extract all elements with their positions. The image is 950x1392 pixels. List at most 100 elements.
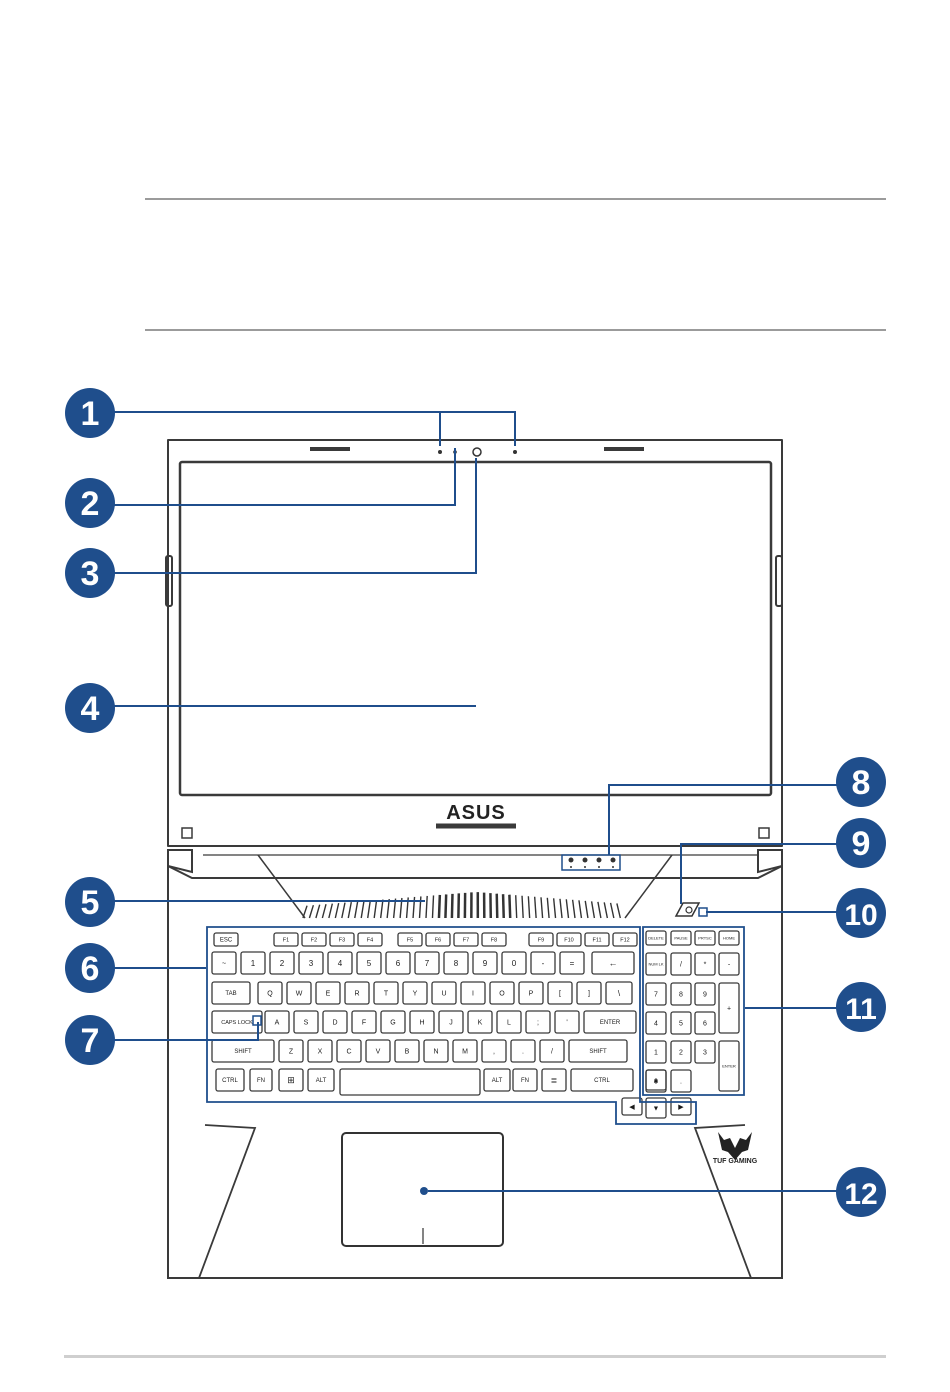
power-button[interactable]: [674, 902, 701, 917]
key[interactable]: P: [518, 981, 544, 1005]
key[interactable]: ←: [591, 951, 635, 975]
key[interactable]: W: [286, 981, 312, 1005]
key[interactable]: C: [336, 1039, 362, 1063]
key[interactable]: V: [365, 1039, 391, 1063]
key[interactable]: CTRL: [570, 1068, 634, 1092]
key[interactable]: F1: [273, 932, 299, 947]
key[interactable]: F2: [301, 932, 327, 947]
key[interactable]: ,: [481, 1039, 507, 1063]
key[interactable]: S: [293, 1010, 319, 1034]
key[interactable]: 3: [298, 951, 324, 975]
key[interactable]: ▶: [670, 1097, 692, 1116]
key[interactable]: R: [344, 981, 370, 1005]
key[interactable]: ▲: [645, 1069, 667, 1091]
key[interactable]: 5: [356, 951, 382, 975]
key[interactable]: FN: [249, 1068, 273, 1092]
key[interactable]: FN: [512, 1068, 538, 1092]
key[interactable]: 2: [670, 1040, 692, 1064]
key[interactable]: -: [530, 951, 556, 975]
key[interactable]: F10: [556, 932, 582, 947]
key[interactable]: F3: [329, 932, 355, 947]
key[interactable]: \: [605, 981, 633, 1005]
key[interactable]: E: [315, 981, 341, 1005]
key[interactable]: ▼: [645, 1097, 667, 1119]
key[interactable]: 8: [670, 982, 692, 1006]
key[interactable]: CAPS LOCK: [211, 1010, 263, 1034]
key[interactable]: ;: [525, 1010, 551, 1034]
key[interactable]: 6: [385, 951, 411, 975]
key[interactable]: F6: [425, 932, 451, 947]
key[interactable]: NUM LK: [645, 952, 667, 976]
key[interactable]: F: [351, 1010, 377, 1034]
key[interactable]: 9: [694, 982, 716, 1006]
key[interactable]: Y: [402, 981, 428, 1005]
key[interactable]: H: [409, 1010, 435, 1034]
key[interactable]: /: [670, 952, 692, 976]
key[interactable]: F11: [584, 932, 610, 947]
key[interactable]: D: [322, 1010, 348, 1034]
key[interactable]: 4: [645, 1011, 667, 1035]
key[interactable]: 8: [443, 951, 469, 975]
key[interactable]: 1: [240, 951, 266, 975]
key[interactable]: G: [380, 1010, 406, 1034]
key[interactable]: Q: [257, 981, 283, 1005]
key[interactable]: .: [670, 1069, 692, 1093]
key[interactable]: ]: [576, 981, 602, 1005]
key[interactable]: N: [423, 1039, 449, 1063]
key[interactable]: .: [510, 1039, 536, 1063]
key[interactable]: HOME: [718, 930, 740, 946]
key[interactable]: 2: [269, 951, 295, 975]
key[interactable]: SHIFT: [211, 1039, 275, 1063]
key[interactable]: CTRL: [215, 1068, 245, 1092]
key[interactable]: 0: [501, 951, 527, 975]
key[interactable]: F5: [397, 932, 423, 947]
key[interactable]: 7: [414, 951, 440, 975]
key[interactable]: TAB: [211, 981, 251, 1005]
key[interactable]: ⊞: [278, 1068, 304, 1092]
key[interactable]: I: [460, 981, 486, 1005]
key[interactable]: 9: [472, 951, 498, 975]
key[interactable]: 5: [670, 1011, 692, 1035]
key[interactable]: ENTER: [583, 1010, 637, 1034]
key[interactable]: F8: [481, 932, 507, 947]
key[interactable]: ': [554, 1010, 580, 1034]
key[interactable]: 6: [694, 1011, 716, 1035]
key[interactable]: 1: [645, 1040, 667, 1064]
key[interactable]: M: [452, 1039, 478, 1063]
key[interactable]: +: [718, 982, 740, 1034]
key[interactable]: F9: [528, 932, 554, 947]
key[interactable]: SHIFT: [568, 1039, 628, 1063]
key[interactable]: B: [394, 1039, 420, 1063]
key[interactable]: A: [264, 1010, 290, 1034]
key[interactable]: ≣: [541, 1068, 567, 1092]
key[interactable]: 4: [327, 951, 353, 975]
key[interactable]: J: [438, 1010, 464, 1034]
key[interactable]: PAUSE: [670, 930, 692, 946]
key[interactable]: /: [539, 1039, 565, 1063]
key[interactable]: X: [307, 1039, 333, 1063]
key[interactable]: F4: [357, 932, 383, 947]
key[interactable]: ENTER: [718, 1040, 740, 1092]
key[interactable]: DELETE: [645, 930, 667, 946]
key[interactable]: 7: [645, 982, 667, 1006]
key[interactable]: 3: [694, 1040, 716, 1064]
key[interactable]: -: [718, 952, 740, 976]
key[interactable]: ALT: [483, 1068, 511, 1092]
key[interactable]: [339, 1068, 481, 1096]
key[interactable]: PRTSC: [694, 930, 716, 946]
key[interactable]: *: [694, 952, 716, 976]
key[interactable]: ESC: [213, 932, 239, 947]
key[interactable]: K: [467, 1010, 493, 1034]
key[interactable]: T: [373, 981, 399, 1005]
key[interactable]: ~: [211, 951, 237, 975]
key[interactable]: ◀: [621, 1097, 643, 1116]
key[interactable]: F7: [453, 932, 479, 947]
touchpad[interactable]: [341, 1132, 504, 1247]
key[interactable]: F12: [612, 932, 638, 947]
key[interactable]: L: [496, 1010, 522, 1034]
key[interactable]: Z: [278, 1039, 304, 1063]
key[interactable]: U: [431, 981, 457, 1005]
key[interactable]: ALT: [307, 1068, 335, 1092]
key[interactable]: O: [489, 981, 515, 1005]
key[interactable]: =: [559, 951, 585, 975]
